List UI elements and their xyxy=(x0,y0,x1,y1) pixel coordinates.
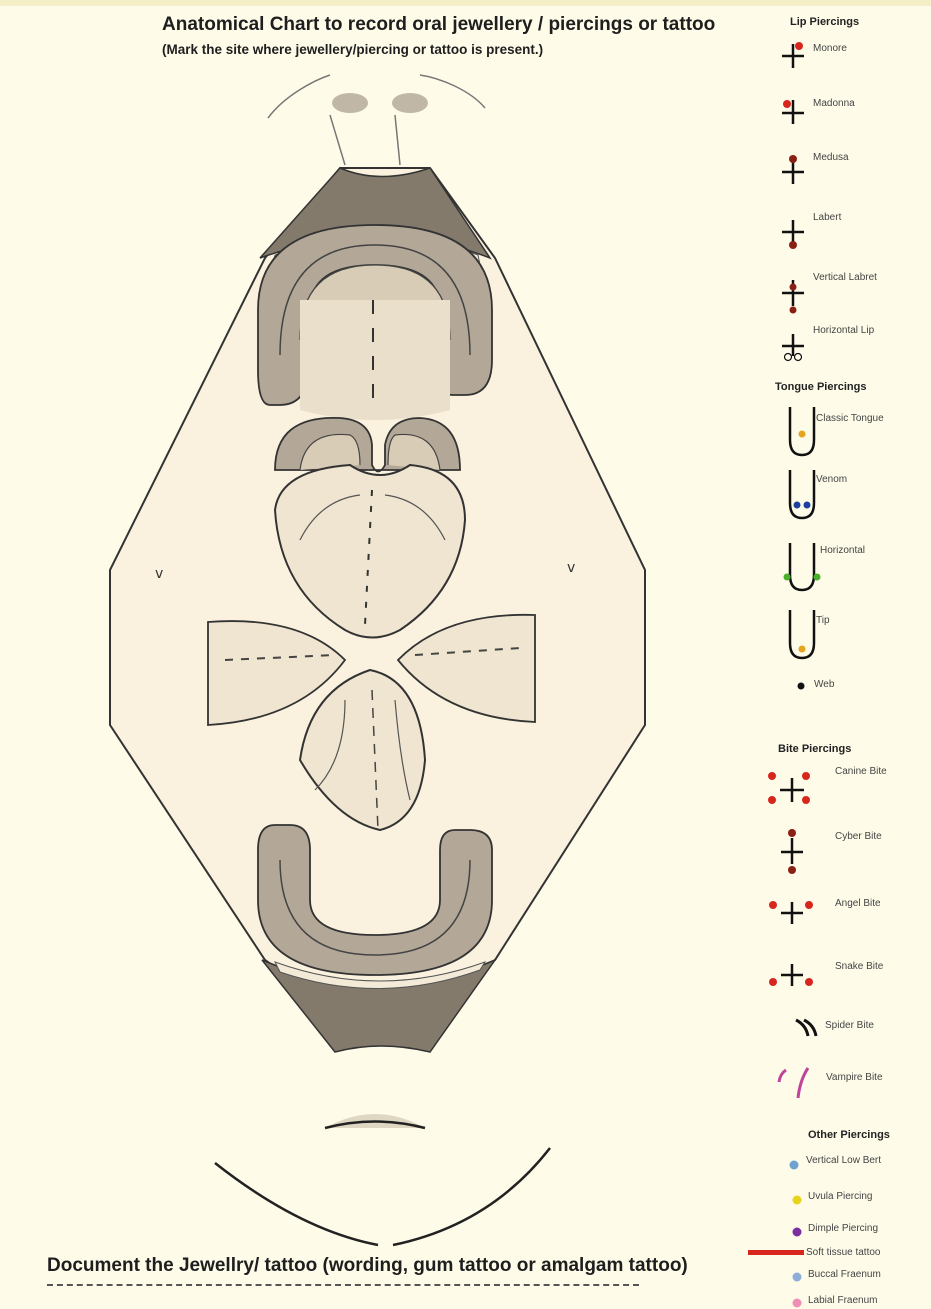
legend-labert: Labert xyxy=(813,212,841,223)
cyber-bite-symbol xyxy=(781,829,803,874)
legend-venom: Venom xyxy=(816,474,847,485)
legend-horizontal: Horizontal xyxy=(820,545,865,556)
legend-dimple-piercing: Dimple Piercing xyxy=(808,1223,878,1234)
legend-medusa: Medusa xyxy=(813,152,849,163)
monore-symbol xyxy=(782,42,804,68)
lip-piercings-heading: Lip Piercings xyxy=(790,16,859,28)
labial-fraenum-dot xyxy=(793,1299,802,1308)
madonna-symbol xyxy=(782,100,804,124)
snake-bite-symbol xyxy=(769,964,813,986)
soft-tissue-tattoo-bar xyxy=(748,1250,804,1255)
legend-monore: Monore xyxy=(813,43,847,54)
legend-madonna: Madonna xyxy=(813,98,855,109)
canine-bite-symbol xyxy=(768,772,810,804)
legend-tip: Tip xyxy=(816,615,830,626)
horizontal-tongue-symbol xyxy=(784,543,821,590)
vertical-labret-symbol xyxy=(782,280,804,314)
legend-snake-bite: Snake Bite xyxy=(835,961,883,972)
dimple-piercing-dot xyxy=(793,1228,802,1237)
buccal-fraenum-dot xyxy=(793,1273,802,1282)
legend-vertical-low-bert: Vertical Low Bert xyxy=(806,1155,881,1166)
legend-buccal-fraenum: Buccal Fraenum xyxy=(808,1269,881,1280)
legend-horizontal-lip: Horizontal Lip xyxy=(813,325,874,336)
document-entry-line[interactable] xyxy=(47,1284,639,1286)
legend-canine-bite: Canine Bite xyxy=(835,766,887,777)
legend-cyber-bite: Cyber Bite xyxy=(835,831,882,842)
uvula-piercing-dot xyxy=(793,1196,802,1205)
vertical-low-bert-dot xyxy=(790,1161,799,1170)
venom-symbol xyxy=(790,470,814,518)
classic-tongue-symbol xyxy=(790,407,814,455)
legend-web: Web xyxy=(814,679,834,690)
angel-bite-symbol xyxy=(769,901,813,924)
legend-spider-bite: Spider Bite xyxy=(825,1020,874,1031)
legend-angel-bite: Angel Bite xyxy=(835,898,881,909)
legend-labial-fraenum: Labial Fraenum xyxy=(808,1295,877,1306)
tongue-piercings-heading: Tongue Piercings xyxy=(775,381,866,393)
web-symbol xyxy=(798,683,805,690)
horizontal-lip-symbol xyxy=(782,334,804,361)
vampire-bite-symbol xyxy=(779,1068,808,1098)
spider-bite-symbol xyxy=(796,1020,816,1036)
labert-symbol xyxy=(782,220,804,249)
other-piercings-heading: Other Piercings xyxy=(808,1129,890,1141)
legend-soft-tissue-tattoo: Soft tissue tattoo xyxy=(806,1247,881,1258)
legend-vertical-labret: Vertical Labret xyxy=(813,272,877,283)
tip-tongue-symbol xyxy=(790,610,814,658)
legend-vampire-bite: Vampire Bite xyxy=(826,1072,883,1083)
document-jewellery-label: Document the Jewellry/ tattoo (wording, … xyxy=(47,1255,688,1277)
legend-uvula-piercing: Uvula Piercing xyxy=(808,1191,872,1202)
medusa-symbol xyxy=(782,155,804,184)
bite-piercings-heading: Bite Piercings xyxy=(778,743,851,755)
legend-classic-tongue: Classic Tongue xyxy=(816,413,884,424)
